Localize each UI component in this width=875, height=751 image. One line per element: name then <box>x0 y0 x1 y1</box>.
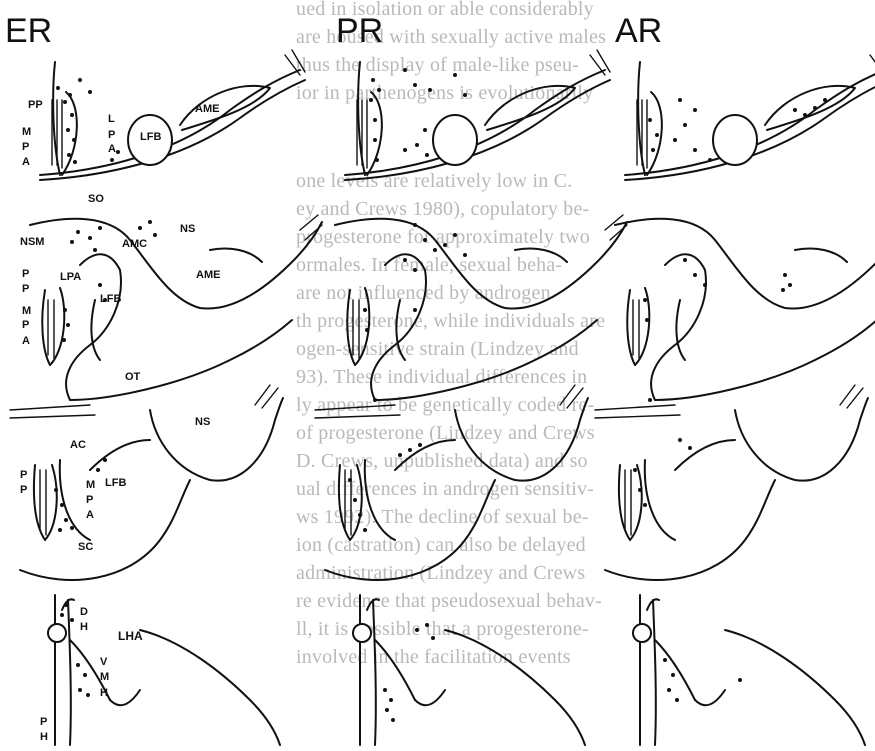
column-header-pr: PR <box>336 12 383 50</box>
er-column: PP M P A L P A LFB AME SO NSM AMC NS AME… <box>10 50 322 745</box>
label-a: A <box>22 335 30 347</box>
label-so: SO <box>88 193 104 205</box>
label-sc: SC <box>78 541 93 553</box>
er-labels: PP M P A L P A LFB AME SO NSM AMC NS AME… <box>20 99 220 743</box>
label-p: P <box>20 484 27 496</box>
label-m: M <box>22 126 31 138</box>
ar-section-row1 <box>625 50 875 180</box>
label-p: P <box>22 268 29 280</box>
label-ot: OT <box>125 371 141 383</box>
label-a: A <box>108 143 116 155</box>
er-dots <box>54 78 157 697</box>
column-header-ar: AR <box>615 12 662 50</box>
label-h: H <box>40 731 48 743</box>
label-p: P <box>86 494 93 506</box>
label-lfb: LFB <box>105 477 126 489</box>
label-a: A <box>22 156 30 168</box>
label-p: P <box>40 716 47 728</box>
label-lfb: LFB <box>140 131 161 143</box>
label-p: P <box>22 141 29 153</box>
label-v: V <box>100 656 108 668</box>
column-header-er: ER <box>5 12 52 50</box>
label-lha: LHA <box>118 629 143 643</box>
label-pp: PP <box>28 99 43 111</box>
ar-section-row3 <box>595 385 868 580</box>
label-p: P <box>108 129 115 141</box>
label-d: D <box>80 606 88 618</box>
pr-section-row2 <box>335 215 627 400</box>
label-amc: AMC <box>122 238 147 250</box>
label-lfb: LFB <box>100 293 121 305</box>
pr-section-row4 <box>353 595 585 745</box>
ar-section-row2 <box>615 215 875 400</box>
label-h: H <box>100 687 108 699</box>
label-l: L <box>108 113 115 125</box>
label-a: A <box>86 509 94 521</box>
pr-section-row3 <box>315 385 588 580</box>
ar-section-row4 <box>633 595 865 745</box>
label-p: P <box>22 319 29 331</box>
label-ns: NS <box>195 416 210 428</box>
er-section-row3 <box>10 385 283 580</box>
label-m: M <box>86 479 95 491</box>
er-section-row1 <box>40 50 305 180</box>
label-ame: AME <box>195 103 219 115</box>
label-lpa: LPA <box>60 271 81 283</box>
label-ac: AC <box>70 439 86 451</box>
pr-section-row1 <box>345 50 610 180</box>
label-m: M <box>22 305 31 317</box>
label-ns: NS <box>180 223 195 235</box>
label-p: P <box>20 469 27 481</box>
label-h: H <box>80 621 88 633</box>
pr-column <box>315 50 627 745</box>
label-p: P <box>22 283 29 295</box>
label-ame: AME <box>196 269 220 281</box>
ar-column <box>595 50 875 745</box>
label-m: M <box>100 671 109 683</box>
label-nsm: NSM <box>20 236 44 248</box>
